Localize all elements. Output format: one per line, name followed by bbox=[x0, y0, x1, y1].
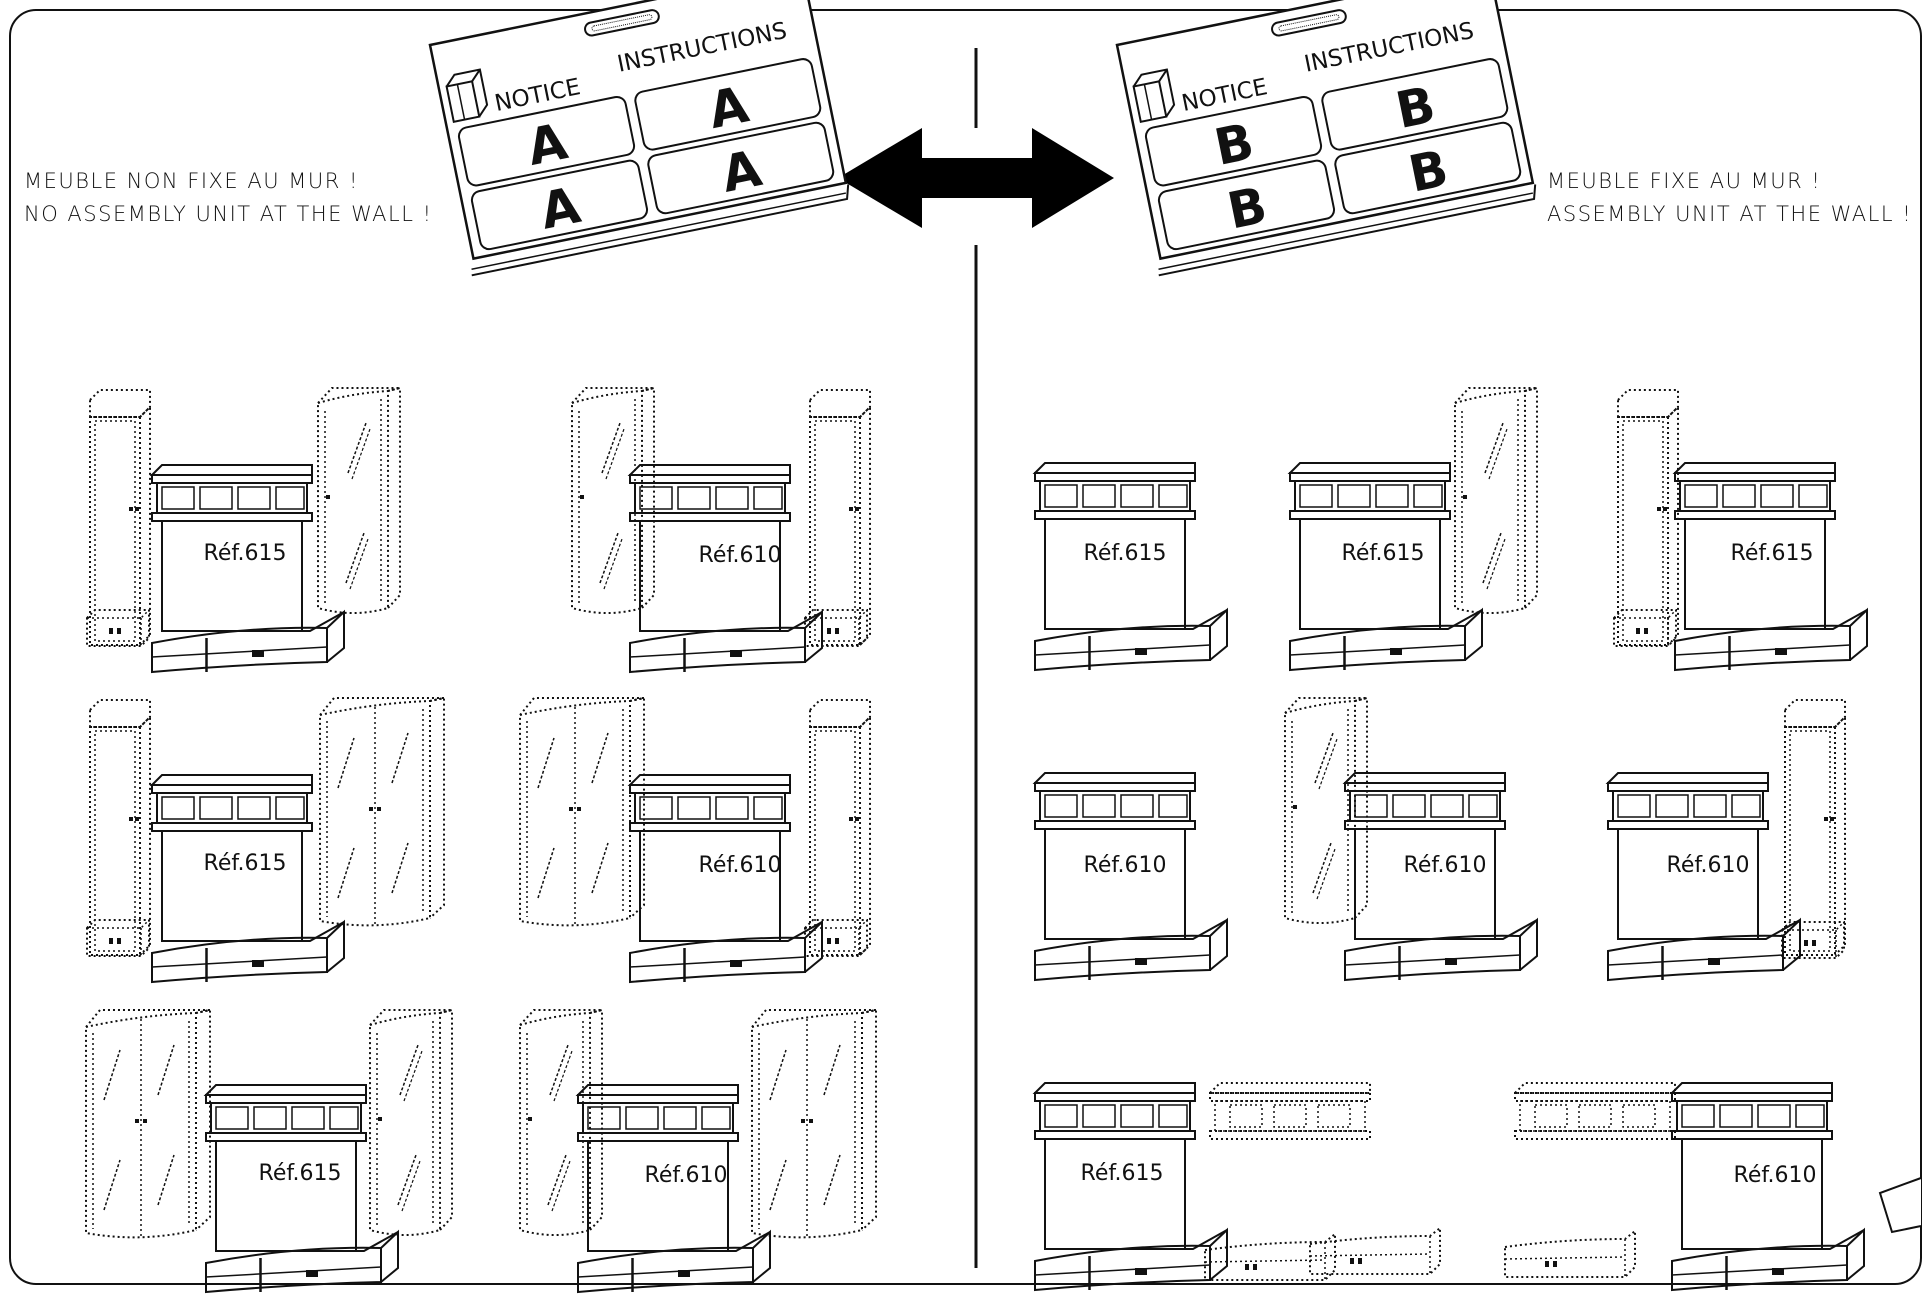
double-arrow-icon bbox=[838, 128, 1114, 228]
furniture-unit-r5: Réf.610 bbox=[1284, 697, 1538, 981]
unit-ref-label: Réf.615 bbox=[204, 541, 287, 566]
furniture-unit-r2: Réf.615 bbox=[1289, 387, 1538, 671]
furniture-unit-r3: Réf.615 bbox=[1613, 389, 1868, 671]
right-warning-en: ASSEMBLY UNIT AT THE WALL ! bbox=[1547, 202, 1913, 226]
unit-ref-label: Réf.610 bbox=[699, 853, 782, 878]
unit-ref-label: Réf.615 bbox=[204, 851, 287, 876]
unit-ref-label: Réf.610 bbox=[1084, 853, 1167, 878]
furniture-unit-r4: Réf.610 bbox=[1034, 772, 1228, 981]
unit-ref-label: Réf.610 bbox=[699, 543, 782, 568]
page-frame bbox=[9, 9, 1922, 1285]
unit-ref-label: Réf.615 bbox=[1342, 541, 1425, 566]
left-warning: MEUBLE NON FIXE AU MUR ! NO ASSEMBLY UNI… bbox=[24, 165, 433, 231]
furniture-unit-r7: Réf.615 bbox=[1034, 1082, 1441, 1291]
furniture-unit-l4: Réf.610 bbox=[519, 697, 871, 983]
unit-ref-label: Réf.610 bbox=[645, 1163, 728, 1188]
right-warning: MEUBLE FIXE AU MUR ! ASSEMBLY UNIT AT TH… bbox=[1547, 165, 1912, 231]
furniture-unit-r8: Réf.610 bbox=[1504, 1082, 1865, 1291]
unit-ref-label: Réf.610 bbox=[1667, 853, 1750, 878]
furniture-unit-l3: Réf.615 bbox=[86, 697, 445, 983]
unit-ref-label: Réf.615 bbox=[1084, 541, 1167, 566]
unit-ref-label: Réf.610 bbox=[1734, 1163, 1817, 1188]
unit-ref-label: Réf.615 bbox=[1731, 541, 1814, 566]
right-warning-fr: MEUBLE FIXE AU MUR ! bbox=[1547, 169, 1822, 193]
instruction-booklet-b: NOTICE INSTRUCTIONS B B B B bbox=[1115, 0, 1537, 277]
furniture-unit-l5: Réf.615 bbox=[85, 1009, 453, 1293]
left-warning-fr: MEUBLE NON FIXE AU MUR ! bbox=[24, 169, 359, 193]
box-icon bbox=[1132, 68, 1176, 123]
left-warning-en: NO ASSEMBLY UNIT AT THE WALL ! bbox=[24, 202, 433, 226]
instruction-booklet-a: NOTICE INSTRUCTIONS A A A A bbox=[428, 0, 850, 277]
unit-ref-label: Réf.615 bbox=[1081, 1161, 1164, 1186]
unit-ref-label: Réf.610 bbox=[1404, 853, 1487, 878]
box-icon bbox=[445, 68, 489, 123]
corner-flag-icon bbox=[1878, 1177, 1922, 1234]
unit-ref-label: Réf.615 bbox=[259, 1161, 342, 1186]
furniture-unit-r1: Réf.615 bbox=[1034, 462, 1228, 671]
furniture-unit-l6: Réf.610 bbox=[519, 1009, 877, 1293]
furniture-unit-r6: Réf.610 bbox=[1607, 699, 1846, 981]
furniture-unit-l2: Réf.610 bbox=[571, 387, 871, 673]
furniture-unit-l1: Réf.615 bbox=[86, 387, 401, 673]
